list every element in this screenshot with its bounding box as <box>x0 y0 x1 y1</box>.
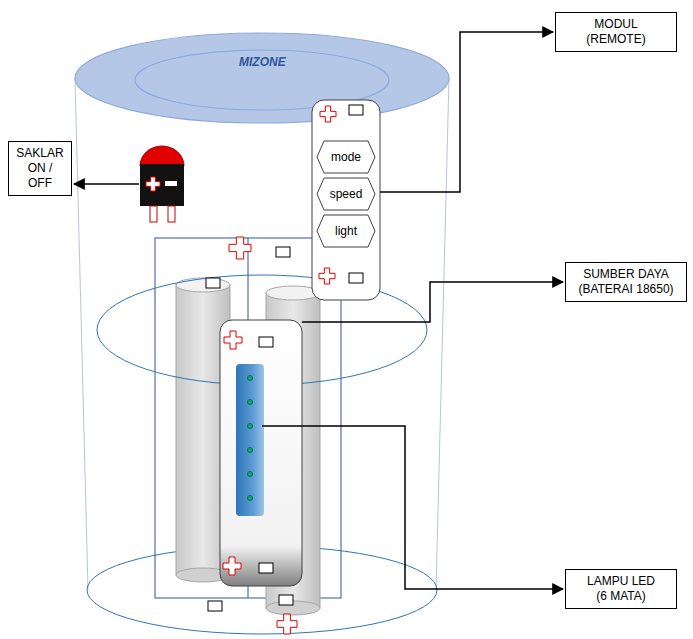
leader-arrow <box>262 426 563 589</box>
led-dot <box>247 447 252 452</box>
callout-text: SAKLAR ON / OFF <box>15 146 65 191</box>
cylinder-side <box>436 78 449 590</box>
callout-text: MODUL (REMOTE) <box>583 17 649 47</box>
plus-symbol <box>223 557 241 575</box>
leader-arrow <box>302 282 563 322</box>
top-ellipse <box>75 33 449 123</box>
plus-symbol <box>224 331 242 349</box>
button-hexagon <box>317 215 375 247</box>
button-label: speed <box>330 187 363 201</box>
minus-symbol <box>208 601 222 611</box>
led-dot <box>247 495 252 500</box>
minus-symbol <box>206 278 220 288</box>
leader-arrow <box>380 32 553 192</box>
remote-button: light <box>316 214 376 248</box>
button-hexagon <box>317 178 375 210</box>
switch-body <box>140 164 184 206</box>
remote-button: speed <box>316 177 376 211</box>
led-panel <box>220 320 302 586</box>
led-dot <box>247 375 252 380</box>
battery-cap <box>176 278 230 292</box>
callout-box: SAKLAR ON / OFF <box>8 141 72 196</box>
led-dot <box>247 471 252 476</box>
cylinder-side <box>75 78 88 590</box>
minus-symbol <box>259 563 273 573</box>
callout-text: SUMBER DAYA (BATERAI 18650) <box>576 267 676 297</box>
callout-text: LAMPU LED (6 MATA) <box>583 574 659 604</box>
minus-symbol <box>349 273 363 283</box>
minus-symbol <box>349 105 363 115</box>
switch-leg <box>150 206 157 222</box>
remote-button: mode <box>316 140 376 174</box>
minus-symbol <box>276 247 290 257</box>
button-label: mode <box>331 150 361 164</box>
callout-box: MODUL (REMOTE) <box>555 12 677 52</box>
led-dot <box>247 423 252 428</box>
minus-symbol <box>279 595 293 605</box>
callout-box: SUMBER DAYA (BATERAI 18650) <box>565 262 687 302</box>
plus-symbol <box>146 177 160 191</box>
minus-symbol <box>259 337 273 347</box>
led-strip <box>236 364 264 516</box>
switch-leg <box>168 206 175 222</box>
button-label: light <box>335 224 357 238</box>
callout-box: LAMPU LED (6 MATA) <box>565 569 677 609</box>
plus-symbol <box>277 614 297 634</box>
plus-symbol <box>229 237 251 259</box>
plus-symbol <box>320 106 336 122</box>
button-hexagon <box>317 141 375 173</box>
plus-symbol <box>319 268 335 284</box>
led-dot <box>247 399 252 404</box>
leader-arrow <box>74 183 139 185</box>
minus-symbol <box>165 181 177 186</box>
switch-button <box>140 146 184 166</box>
brand-label: MIZONE <box>239 55 286 69</box>
remote-panel <box>312 100 380 300</box>
